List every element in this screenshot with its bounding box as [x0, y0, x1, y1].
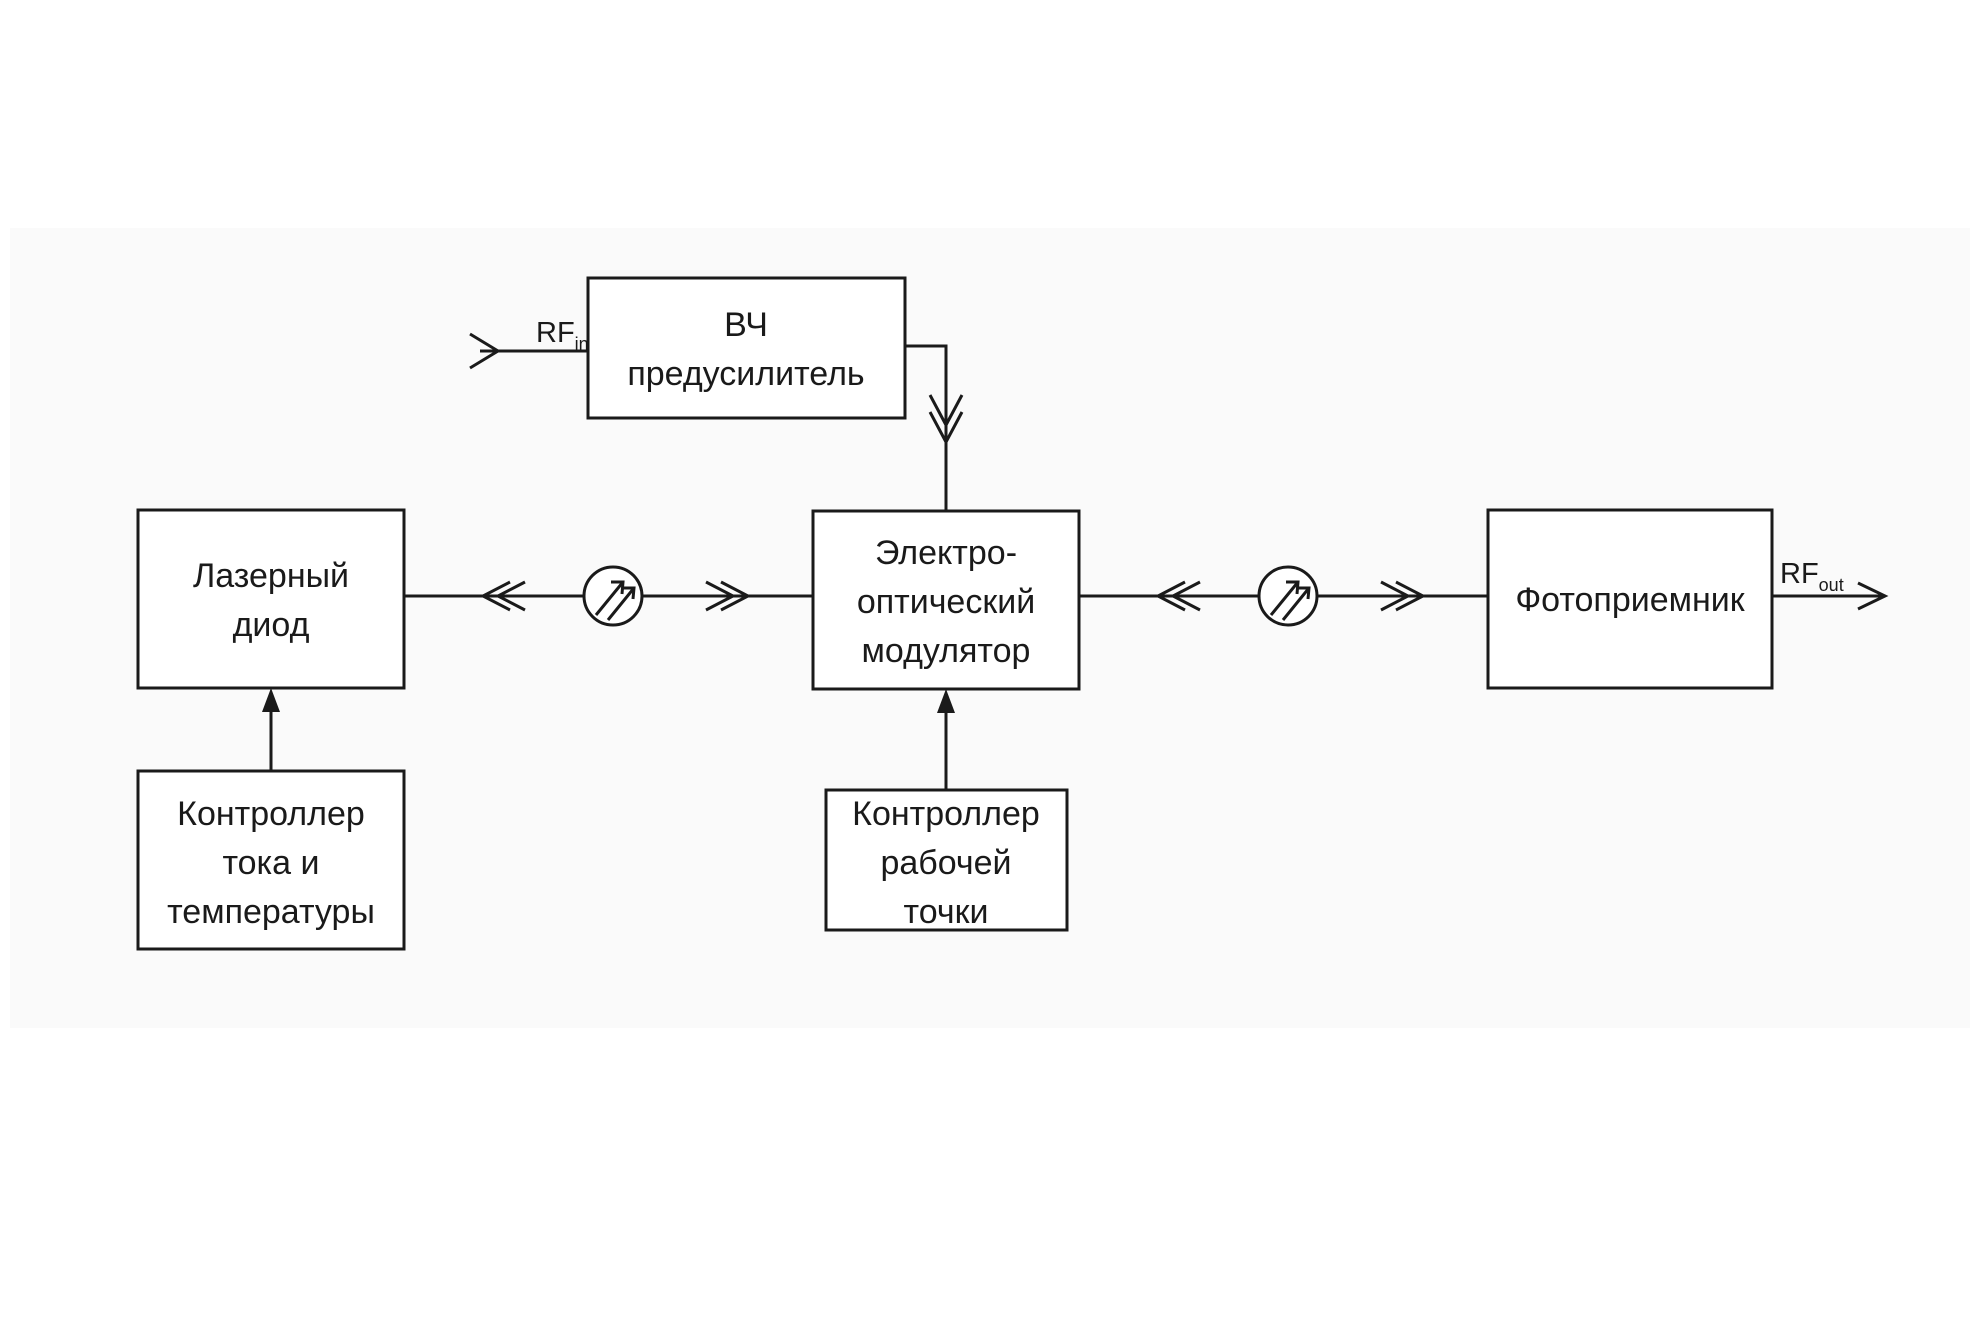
double-chevron-right-icon: [705, 580, 737, 612]
double-chevron-right-icon-2: [720, 580, 752, 612]
double-chevron-right-icon-4: [1395, 580, 1427, 612]
double-chevron-left-icon: [479, 580, 511, 612]
fiber-connector-icon: [582, 565, 644, 627]
rf-output-arrowhead-icon: [1857, 581, 1889, 611]
controller-to-laser-connection: [262, 688, 280, 771]
rf-preamplifier-label-line2: предусилитель: [627, 355, 864, 393]
rf-preamplifier-block: ВЧ предусилитель: [586, 276, 907, 420]
arrowhead-up-icon: [262, 688, 280, 712]
laser-diode-label-line2: диод: [233, 606, 310, 644]
current-temp-controller-label-line1: Контроллер: [177, 795, 365, 833]
rf-input-connection: RFin: [469, 317, 589, 370]
fiber-connector-icon-2: [1257, 565, 1319, 627]
bias-controller-label-line2: рабочей: [880, 844, 1011, 882]
double-chevron-down-icon: [928, 394, 964, 429]
rf-out-label: RFout: [1780, 558, 1844, 595]
current-temperature-controller-block: Контроллер тока и температуры: [136, 769, 406, 951]
double-chevron-down-icon-2: [928, 411, 964, 446]
laser-diode-block: Лазерный диод: [136, 508, 406, 690]
electro-optic-modulator-block: Электро- оптический модулятор: [811, 509, 1081, 691]
photodetector-label: Фотоприемник: [1515, 581, 1745, 619]
double-chevron-left-icon-3: [1154, 580, 1186, 612]
arrowhead-up-icon-2: [937, 689, 955, 713]
rf-in-label: RFin: [536, 317, 589, 354]
double-chevron-right-icon-3: [1380, 580, 1412, 612]
rf-preamplifier-label-line1: ВЧ: [724, 306, 768, 344]
modulator-to-photodetector-optical-link: [1079, 565, 1488, 627]
laser-diode-label-line1: Лазерный: [193, 557, 349, 595]
double-chevron-left-icon-2: [494, 580, 526, 612]
eo-modulator-label-line2: оптический: [857, 583, 1035, 621]
laser-to-modulator-optical-link: [404, 565, 813, 627]
preamp-to-modulator-connection: [905, 344, 964, 511]
eo-modulator-label-line3: модулятор: [862, 632, 1031, 670]
photodetector-block: Фотоприемник: [1486, 508, 1774, 690]
bias-point-controller-block: Контроллер рабочей точки: [824, 788, 1069, 932]
current-temp-controller-label-line3: температуры: [167, 893, 375, 931]
eo-modulator-label-line1: Электро-: [875, 534, 1017, 572]
rf-output-connection: RFout: [1772, 558, 1889, 611]
bias-controller-label-line3: точки: [904, 893, 989, 931]
bias-controller-to-modulator-connection: [937, 689, 955, 790]
bias-controller-label-line1: Контроллер: [852, 795, 1040, 833]
rf-input-arrowhead-icon: [469, 332, 501, 370]
current-temp-controller-label-line2: тока и: [222, 844, 319, 882]
double-chevron-left-icon-4: [1169, 580, 1201, 612]
